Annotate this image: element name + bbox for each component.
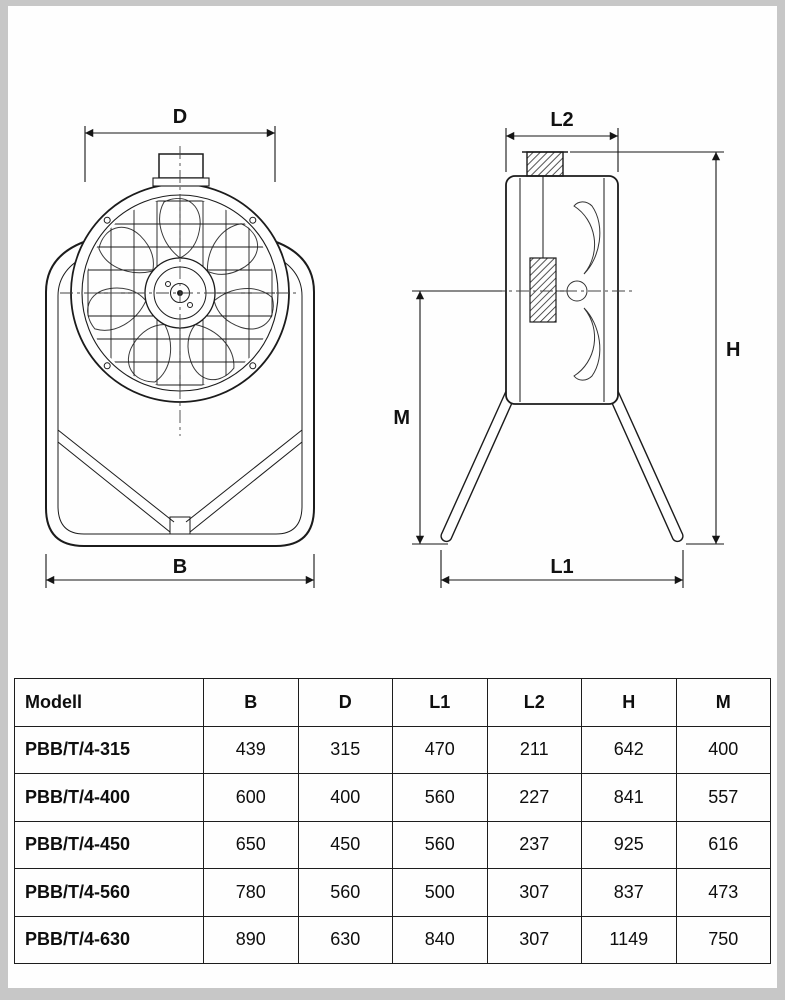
table-cell: 616 xyxy=(675,820,771,869)
table-cell: 841 xyxy=(581,773,677,822)
table-cell: 650 xyxy=(203,820,299,869)
table-cell: 890 xyxy=(203,915,299,964)
table-header-l2: L2 xyxy=(486,678,582,727)
table-cell: 560 xyxy=(297,868,393,917)
table-cell: 837 xyxy=(581,868,677,917)
table-cell: 560 xyxy=(392,773,488,822)
dimension-b: B xyxy=(45,554,315,588)
side-terminal-box xyxy=(522,151,568,177)
table-row: PBB/T/4-400 600 400 560 227 841 557 xyxy=(14,773,771,822)
side-housing xyxy=(505,175,619,405)
table-cell: 439 xyxy=(203,725,299,774)
table-cell: 211 xyxy=(486,725,582,774)
table-cell: 237 xyxy=(486,820,582,869)
dim-label-l1: L1 xyxy=(550,556,573,578)
side-view: L2 H M L1 xyxy=(393,109,740,588)
front-terminal-box xyxy=(152,153,210,187)
model-name: PBB/T/4-450 xyxy=(14,820,204,869)
table-header-b: B xyxy=(203,678,299,727)
front-view: D B xyxy=(45,106,315,588)
table-cell: 470 xyxy=(392,725,488,774)
dimension-l2: L2 xyxy=(505,109,619,172)
model-name: PBB/T/4-560 xyxy=(14,868,204,917)
table-header-d: D xyxy=(297,678,393,727)
table-row: PBB/T/4-630 890 630 840 307 1149 750 xyxy=(14,915,771,964)
table-cell: 780 xyxy=(203,868,299,917)
dimension-l1: L1 xyxy=(440,550,684,588)
table-header-h: H xyxy=(581,678,677,727)
model-name: PBB/T/4-400 xyxy=(14,773,204,822)
table-cell: 315 xyxy=(297,725,393,774)
table-row: PBB/T/4-560 780 560 500 307 837 473 xyxy=(14,868,771,917)
model-name: PBB/T/4-315 xyxy=(14,725,204,774)
table-cell: 500 xyxy=(392,868,488,917)
side-legs xyxy=(440,388,684,543)
table-cell: 1149 xyxy=(581,915,677,964)
table-cell: 925 xyxy=(581,820,677,869)
table-cell: 840 xyxy=(392,915,488,964)
table-header-l1: L1 xyxy=(392,678,488,727)
dim-label-b: B xyxy=(173,556,187,578)
front-stand xyxy=(45,237,315,547)
dimension-d: D xyxy=(84,106,276,182)
table-cell: 450 xyxy=(297,820,393,869)
table-cell: 560 xyxy=(392,820,488,869)
dim-label-d: D xyxy=(173,106,187,128)
dimensions-table: Modell B D L1 L2 H M PBB/T/4-315 439 315… xyxy=(14,678,771,964)
table-cell: 600 xyxy=(203,773,299,822)
flange-bolts xyxy=(103,216,257,370)
table-row: PBB/T/4-315 439 315 470 211 642 400 xyxy=(14,725,771,774)
table-header-m: M xyxy=(675,678,771,727)
table-cell: 227 xyxy=(486,773,582,822)
table-cell: 307 xyxy=(486,868,582,917)
table-cell: 400 xyxy=(297,773,393,822)
table-cell: 307 xyxy=(486,915,582,964)
table-row: PBB/T/4-450 650 450 560 237 925 616 xyxy=(14,820,771,869)
table-cell: 473 xyxy=(675,868,771,917)
table-cell: 400 xyxy=(675,725,771,774)
table-cell: 642 xyxy=(581,725,677,774)
dim-label-l2: L2 xyxy=(550,109,573,131)
table-cell: 630 xyxy=(297,915,393,964)
dimension-m: M xyxy=(393,290,502,545)
table-header-row: Modell B D L1 L2 H M xyxy=(14,678,771,727)
datasheet-page: D B xyxy=(8,6,777,988)
dim-label-h: H xyxy=(726,339,740,361)
dim-label-m: M xyxy=(393,407,410,429)
table-header-modell: Modell xyxy=(14,678,204,727)
fan-dimension-drawing: D B xyxy=(45,106,740,588)
table-cell: 750 xyxy=(675,915,771,964)
model-name: PBB/T/4-630 xyxy=(14,915,204,964)
dimension-h: H xyxy=(570,151,740,545)
table-cell: 557 xyxy=(675,773,771,822)
stand-center-joint xyxy=(169,516,191,535)
